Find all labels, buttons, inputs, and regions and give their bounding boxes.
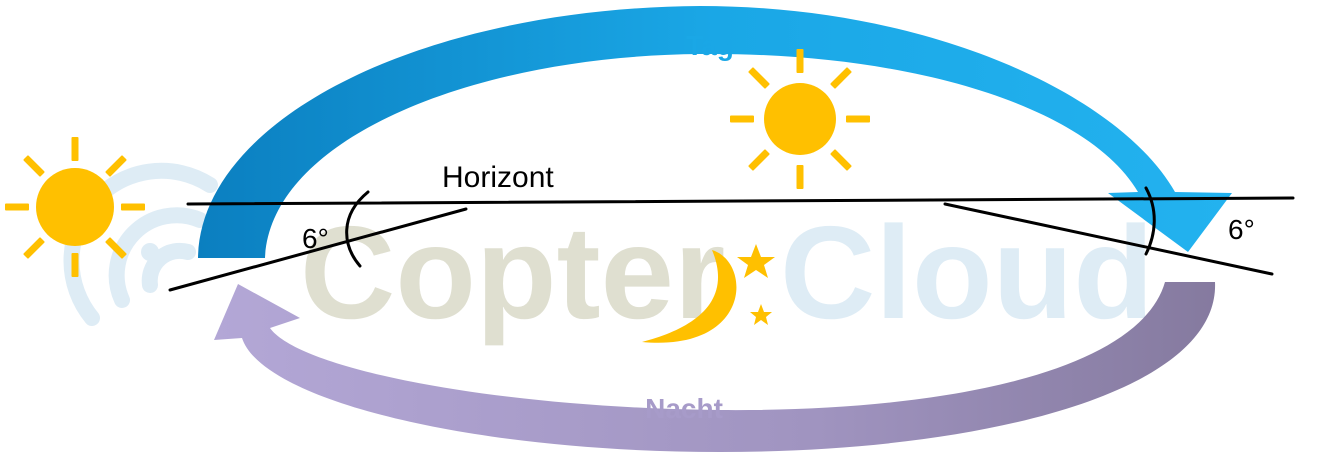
day-label: Tag	[686, 30, 734, 61]
day-arrow	[198, 6, 1232, 258]
sun-path-left	[168, 207, 468, 292]
angle-arc-left	[345, 190, 370, 268]
sun-path-right	[943, 202, 1274, 276]
night-label: Nacht	[645, 393, 723, 424]
moon-icon	[642, 250, 737, 343]
star-icon	[750, 304, 772, 325]
horizon-lines	[168, 186, 1295, 292]
angle-label-left: 6°	[302, 223, 329, 254]
angle-label-right: 6°	[1228, 214, 1255, 245]
watermark-text-copter: Copter	[300, 199, 725, 346]
star-icon	[737, 244, 775, 278]
horizon-label: Horizont	[442, 161, 554, 194]
sun-icon	[5, 137, 145, 277]
night-arrow	[214, 282, 1216, 452]
horizon-line	[186, 196, 1295, 206]
sun-icon	[730, 49, 870, 189]
watermark-text-cloud: Cloud	[780, 199, 1154, 346]
watermark: Copter Cloud	[63, 162, 1154, 346]
angle-arc-right	[1144, 186, 1156, 256]
